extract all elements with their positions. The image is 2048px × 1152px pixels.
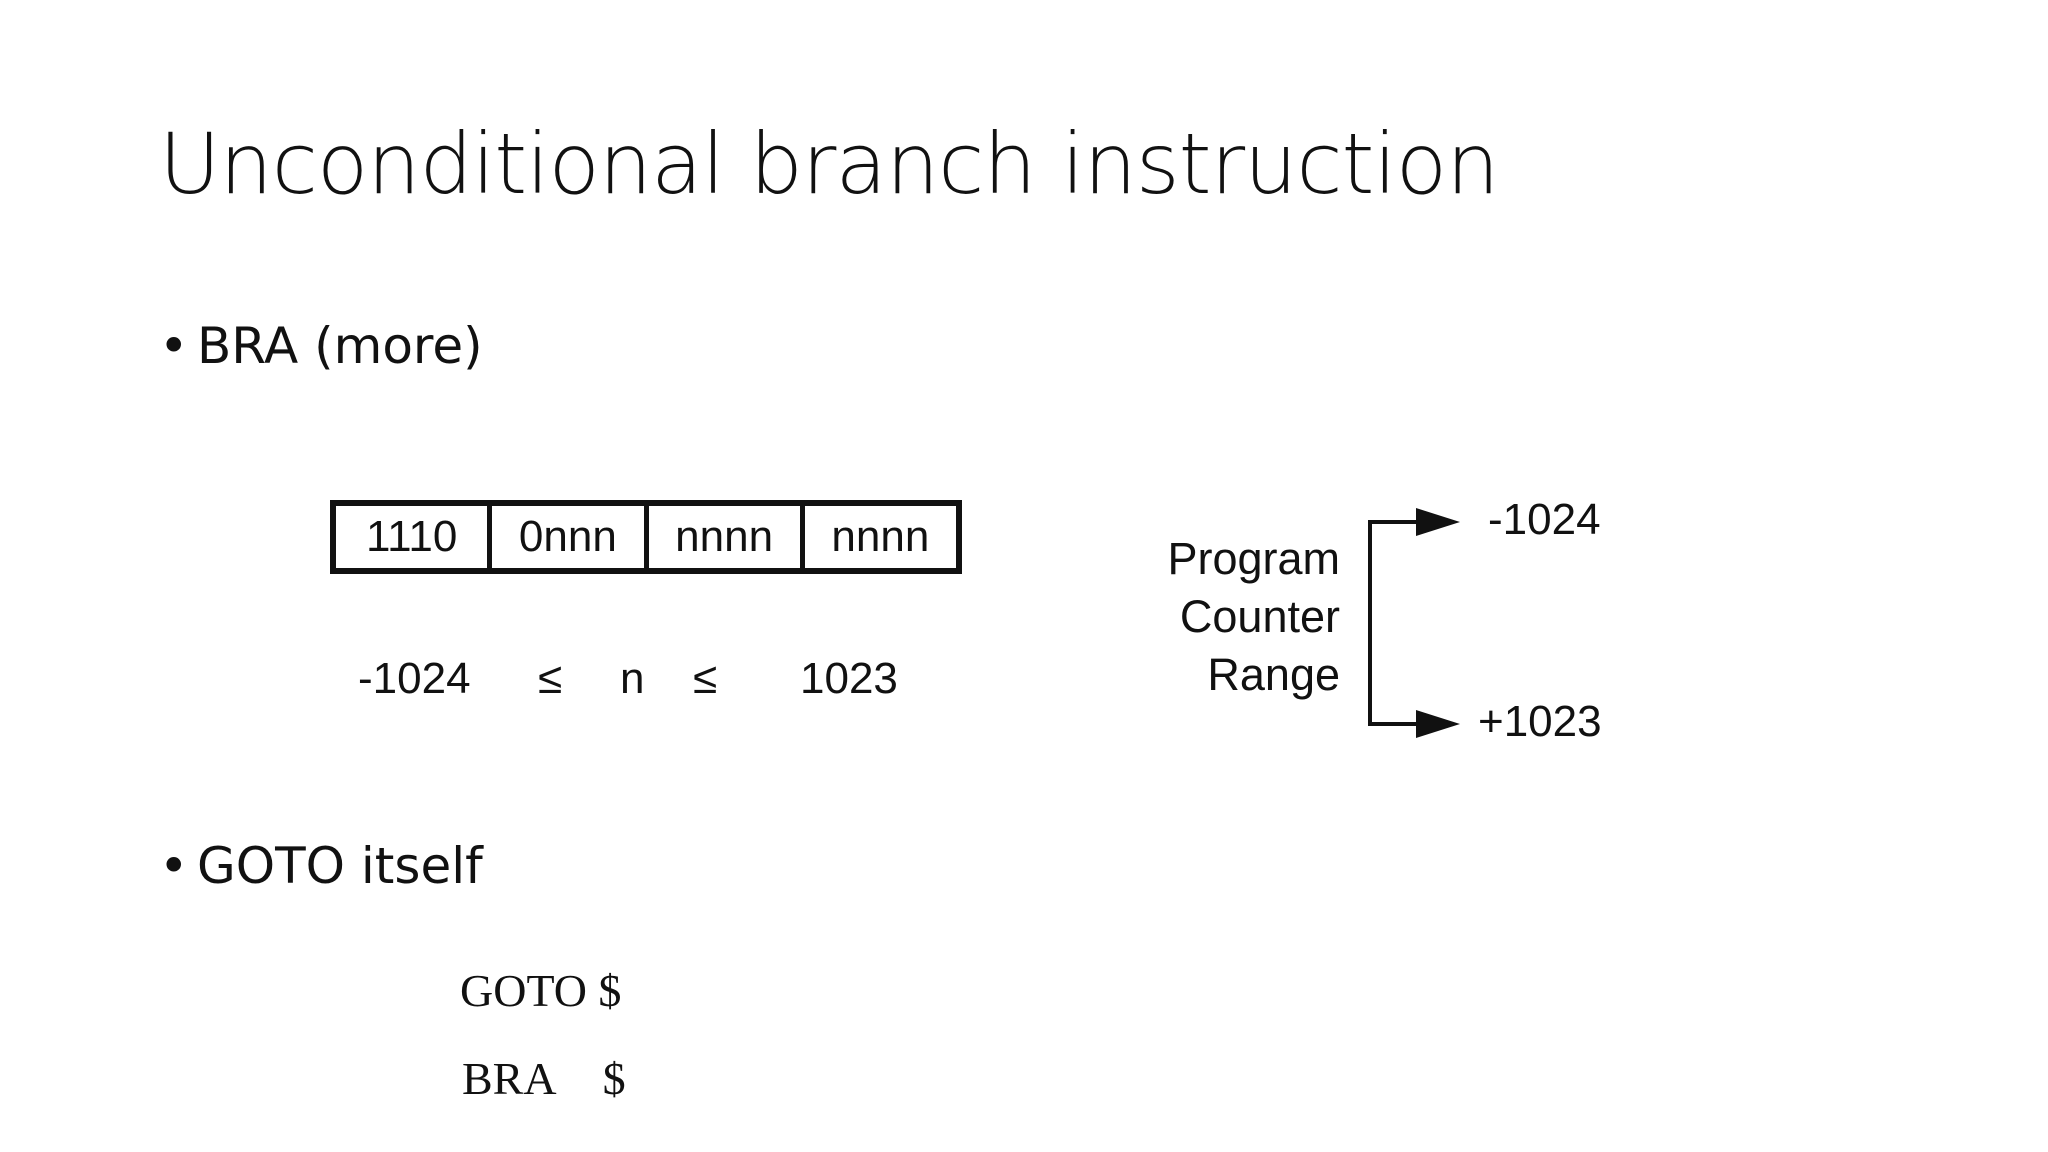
slide-title: Unconditional branch instruction <box>159 115 1499 213</box>
pc-range-bracket <box>1368 508 1460 738</box>
range-min: -1024 <box>358 654 471 703</box>
code-bra-line: BRA $ <box>462 1052 626 1105</box>
code-goto-line: GOTO $ <box>460 965 622 1016</box>
bullet-text: BRA (more) <box>197 317 483 375</box>
pc-range-min: -1024 <box>1488 495 1601 544</box>
range-variable: n <box>620 654 645 703</box>
bullet-bra: •BRA (more) <box>159 316 483 376</box>
code-bra-arg: $ <box>602 1053 626 1104</box>
offset-field-1: 0nnn <box>492 506 649 568</box>
bullet-goto: •GOTO itself <box>159 836 483 896</box>
opcode-field: 1110 <box>336 506 493 568</box>
instruction-word-diagram: 1110 0nnn nnnn nnnn <box>330 500 962 574</box>
offset-field-2: nnnn <box>649 506 805 568</box>
range-op-1: ≤ <box>538 654 563 703</box>
bullet-marker: • <box>159 837 189 895</box>
range-max: 1023 <box>800 654 898 703</box>
arrow-down-range-icon <box>1416 710 1460 738</box>
pc-range-max: +1023 <box>1478 697 1602 746</box>
code-bra-op: BRA <box>462 1053 557 1104</box>
bullet-marker: • <box>159 317 189 375</box>
range-op-2: ≤ <box>693 654 718 703</box>
pc-range-label: Program Counter Range <box>1100 530 1340 704</box>
bullet-text: GOTO itself <box>197 837 483 895</box>
offset-field-3: nnnn <box>831 512 930 561</box>
pc-label-line: Range <box>1207 649 1340 700</box>
pc-label-line: Program <box>1167 533 1340 584</box>
pc-label-line: Counter <box>1179 591 1340 642</box>
arrow-up-range-icon <box>1416 508 1460 536</box>
